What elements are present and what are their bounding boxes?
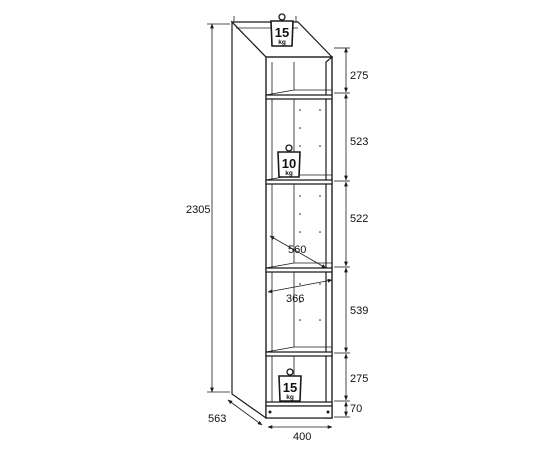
inner-width-label: 366 — [286, 293, 304, 305]
bottom-compartment-label: 275 — [350, 373, 368, 385]
weight-middle-value: 10 — [282, 156, 296, 171]
compartment-3-label: 522 — [350, 213, 368, 225]
right-side-panel — [325, 55, 333, 419]
plinth — [265, 405, 333, 419]
depth-label: 563 — [208, 413, 226, 425]
dimension-lines — [207, 23, 350, 429]
weight-middle-unit: kg — [285, 170, 293, 177]
shelf-pin-holes — [299, 109, 321, 321]
weight-bottom-value: 15 — [283, 380, 297, 395]
compartment-2-label: 523 — [350, 136, 368, 148]
width-label: 400 — [293, 431, 311, 443]
cabinet-body — [230, 16, 334, 420]
shelf-2 — [265, 179, 333, 185]
shelves — [265, 89, 333, 407]
shelf-3 — [265, 267, 333, 273]
left-side-panel — [231, 20, 267, 420]
weight-icon-top: 15 kg — [270, 13, 294, 47]
weight-top-value: 15 — [275, 25, 289, 40]
weight-top-unit: kg — [278, 39, 286, 46]
shelf-4 — [265, 351, 333, 357]
weight-icon-middle: 10 kg — [277, 144, 301, 178]
plinth-label: 70 — [350, 403, 362, 415]
weight-bottom-unit: kg — [286, 394, 294, 401]
compartment-4-label: 539 — [350, 305, 368, 317]
bottom-shelf — [265, 401, 333, 407]
shelf-1 — [265, 94, 333, 100]
weight-icon-bottom: 15 kg — [278, 368, 302, 402]
top-compartment-label: 275 — [350, 70, 368, 82]
inner-depth-label: 560 — [288, 244, 306, 256]
front-frame — [265, 56, 333, 419]
total-height-label: 2305 — [186, 204, 210, 216]
